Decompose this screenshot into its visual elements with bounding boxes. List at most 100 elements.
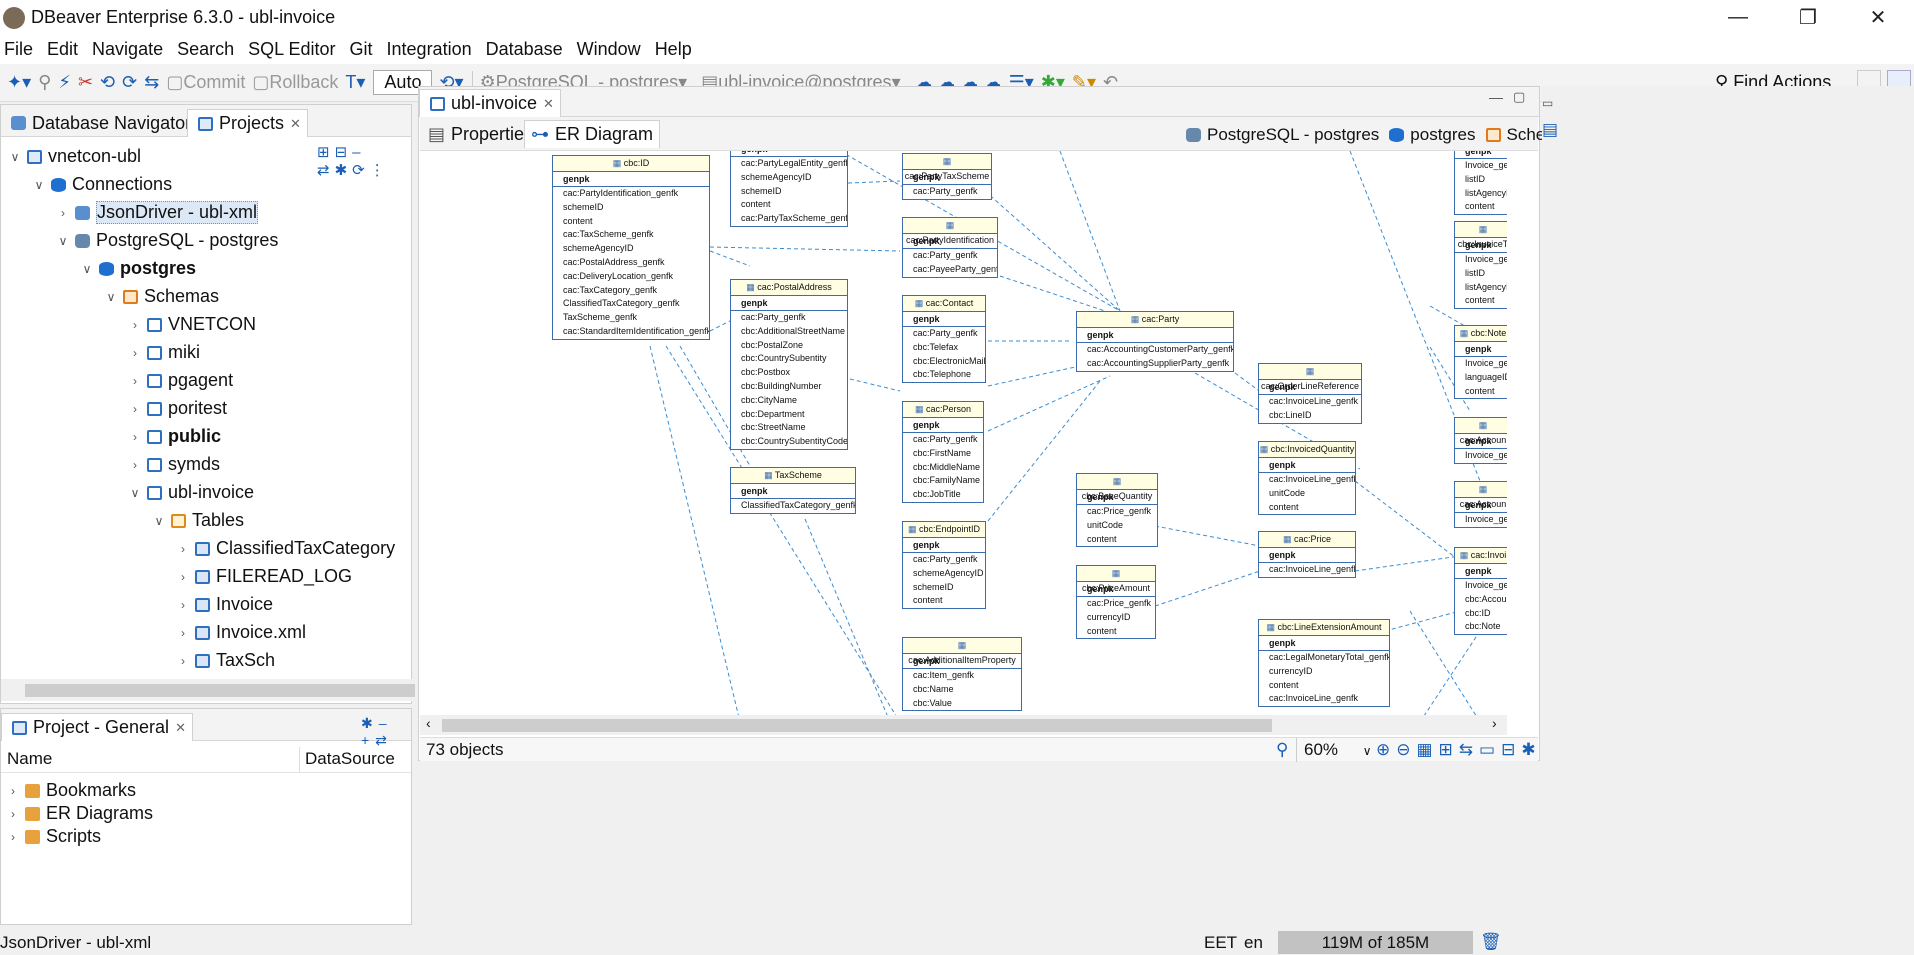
disconnect-all-icon[interactable]: ✂ (77, 72, 94, 92)
new-connection-icon[interactable]: ✦▾ (7, 72, 32, 92)
menu-search[interactable]: Search (177, 39, 235, 59)
column-name[interactable]: Name (7, 749, 53, 768)
menu-navigate[interactable]: Navigate (92, 39, 164, 59)
entity-cac-contact[interactable]: cac:Contactgenpkcac:Party_genfkcbc:Telef… (902, 295, 986, 384)
expand-icon[interactable]: › (181, 541, 185, 556)
zoom-select[interactable]: 60% ∨ (1304, 740, 1372, 760)
expand-icon[interactable]: › (61, 205, 65, 220)
entity-table[interactable]: genpkcac:PartyLegalEntity_genfkschemeAge… (730, 151, 848, 227)
memory-indicator[interactable]: 119M of 185M (1278, 931, 1473, 954)
tree-item[interactable]: ∨PostgreSQL - postgres (55, 229, 279, 252)
entity-cac-invoi[interactable]: cac:InvoigenpkInvoice_gencbc:Accouncbc:I… (1454, 547, 1507, 636)
entity-cbc-priceamount[interactable]: cbc:PriceAmountgenpkcac:Price_genfkcurre… (1076, 565, 1156, 640)
entity-cbc-endpointid[interactable]: cbc:EndpointIDgenpkcac:Party_genfkscheme… (902, 521, 986, 610)
maximize-editor-icon[interactable]: ▢ (1513, 89, 1526, 104)
entity-cbc-invoicet[interactable]: cbc:InvoiceTgenpkInvoice_genlistIDlistAg… (1454, 221, 1507, 310)
tree-item[interactable]: ›JsonDriver - ubl-xml (55, 201, 259, 224)
pending-transactions-icon[interactable]: ⇆ (144, 72, 160, 92)
scrollbar-thumb[interactable] (442, 719, 1272, 732)
expand-icon[interactable]: › (133, 429, 137, 444)
tree-item[interactable]: ›public (127, 425, 221, 448)
menu-git[interactable]: Git (349, 39, 373, 59)
entity-table[interactable]: genpkInvoice_genlistIDlistAgencyIDconten… (1454, 151, 1507, 216)
entity-cbc-note[interactable]: cbc:NotegenpkInvoice_genlanguageIDconten… (1454, 325, 1507, 400)
expand-icon[interactable]: › (181, 653, 185, 668)
scrollbar-thumb[interactable] (25, 684, 415, 697)
entity-cac-party[interactable]: cac:Partygenpkcac:AccountingCustomerPart… (1076, 311, 1234, 372)
project-item-er-diagrams[interactable]: ›ER Diagrams (5, 802, 153, 825)
entity-cac-orderlinereference[interactable]: cac:OrderLineReferencegenpkcac:InvoiceLi… (1258, 363, 1362, 424)
collapse-icon[interactable]: ∨ (34, 177, 44, 192)
tree-item[interactable]: ›Invoice.xml (175, 621, 306, 644)
subtab-properties[interactable]: ▤Properties (422, 120, 539, 148)
rollback-button[interactable]: ▢ Rollback (252, 72, 339, 92)
minimize-editor-icon[interactable]: — (1489, 89, 1503, 105)
expand-icon[interactable]: › (181, 597, 185, 612)
er-diagram-canvas[interactable]: cbc:IDgenpkcac:PartyIdentification_genfk… (420, 151, 1507, 722)
breadcrumb-connection[interactable]: PostgreSQL - postgres (1207, 125, 1380, 144)
projects-view-toolbar[interactable]: ⊞⊟–⇄✱⟳⋮ (317, 144, 390, 179)
project-general-toolbar[interactable]: ✱–+⇄ (361, 715, 393, 748)
tree-item[interactable]: ›pgagent (127, 369, 233, 392)
disconnect-icon[interactable]: ⚡ (58, 72, 71, 92)
expand-icon[interactable]: › (133, 317, 137, 332)
menu-integration[interactable]: Integration (386, 39, 472, 59)
expand-icon[interactable]: › (181, 625, 185, 640)
scroll-right-icon[interactable]: › (1492, 715, 1497, 731)
transaction-log-icon[interactable]: ⟳ (122, 72, 138, 92)
minimize-icon[interactable]: — (1728, 6, 1748, 28)
tree-item[interactable]: ›VNETCON (127, 313, 256, 336)
canvas-horizontal-scrollbar[interactable]: ‹ › (420, 715, 1507, 735)
expand-icon[interactable]: › (133, 401, 137, 416)
tree-item[interactable]: ›poritest (127, 397, 227, 420)
close-tab-icon[interactable]: ✕ (543, 95, 554, 111)
tree-item[interactable]: ∨Connections (31, 173, 172, 196)
entity-cac-postaladdress[interactable]: cac:PostalAddressgenpkcac:Party_genfkcbc… (730, 279, 848, 450)
collapse-icon[interactable]: ∨ (10, 149, 20, 164)
tree-item[interactable]: ›symds (127, 453, 220, 476)
project-item-scripts[interactable]: ›Scripts (5, 825, 101, 848)
tab-ubl-invoice[interactable]: ubl-invoice✕ (419, 89, 561, 117)
subtab-er-diagram[interactable]: ⊶ER Diagram (524, 120, 661, 148)
transaction-isolation-icon[interactable]: T▾ (345, 72, 366, 92)
entity-cbc-invoicedquantity[interactable]: cbc:InvoicedQuantitygenpkcac:InvoiceLine… (1258, 441, 1356, 516)
database-tasks-icon[interactable]: ▤ (1542, 120, 1559, 139)
menu-help[interactable]: Help (654, 39, 692, 59)
scroll-left-icon[interactable]: ‹ (426, 715, 431, 731)
tree-item[interactable]: ›TaxSch (175, 649, 275, 672)
collapse-icon[interactable]: ∨ (82, 261, 92, 276)
expand-icon[interactable]: › (133, 373, 137, 388)
collapse-icon[interactable]: ∨ (154, 513, 164, 528)
search-icon[interactable]: ⚲ (1276, 740, 1289, 759)
entity-cbc-id[interactable]: cbc:IDgenpkcac:PartyIdentification_genfk… (552, 155, 710, 340)
tab-project-general[interactable]: Project - General✕ (1, 713, 193, 741)
entity-cbc-lineextensionamount[interactable]: cbc:LineExtensionAmountgenpkcac:LegalMon… (1258, 619, 1390, 708)
tree-horizontal-scrollbar[interactable] (1, 679, 477, 701)
commit-button[interactable]: ▢ Commit (166, 72, 246, 92)
tree-item[interactable]: ›FILEREAD_LOG (175, 565, 352, 588)
collapse-icon[interactable]: ∨ (130, 485, 140, 500)
menu-edit[interactable]: Edit (47, 39, 79, 59)
entity-cac-partyidentification[interactable]: cac:PartyIdentificationgenpkcac:Party_ge… (902, 217, 998, 278)
breadcrumb-database[interactable]: postgres (1410, 125, 1476, 144)
tree-item[interactable]: ∨vnetcon-ubl (7, 145, 141, 168)
connect-icon[interactable]: ⚲ (38, 72, 52, 92)
expand-icon[interactable]: › (11, 806, 15, 821)
transaction-mode-icon[interactable]: ⟲ (100, 72, 116, 92)
restore-panel-icon[interactable]: ▭ (1542, 96, 1554, 110)
tree-item[interactable]: ∨postgres (79, 257, 196, 280)
diagram-tools[interactable]: ⊕⊖▦⊞⇆▭⊟✱ (1376, 740, 1542, 759)
menu-file[interactable]: File (4, 39, 34, 59)
close-tab-icon[interactable]: ✕ (290, 115, 301, 131)
expand-icon[interactable]: › (181, 569, 185, 584)
collapse-icon[interactable]: ∨ (106, 289, 116, 304)
menu-database[interactable]: Database (485, 39, 563, 59)
entity-cac-additionalitemproperty[interactable]: cac:AdditionalItemPropertygenpkcac:Item_… (902, 637, 1022, 712)
menu-sql-editor[interactable]: SQL Editor (248, 39, 336, 59)
expand-icon[interactable]: › (11, 783, 15, 798)
tree-item[interactable]: ›miki (127, 341, 200, 364)
